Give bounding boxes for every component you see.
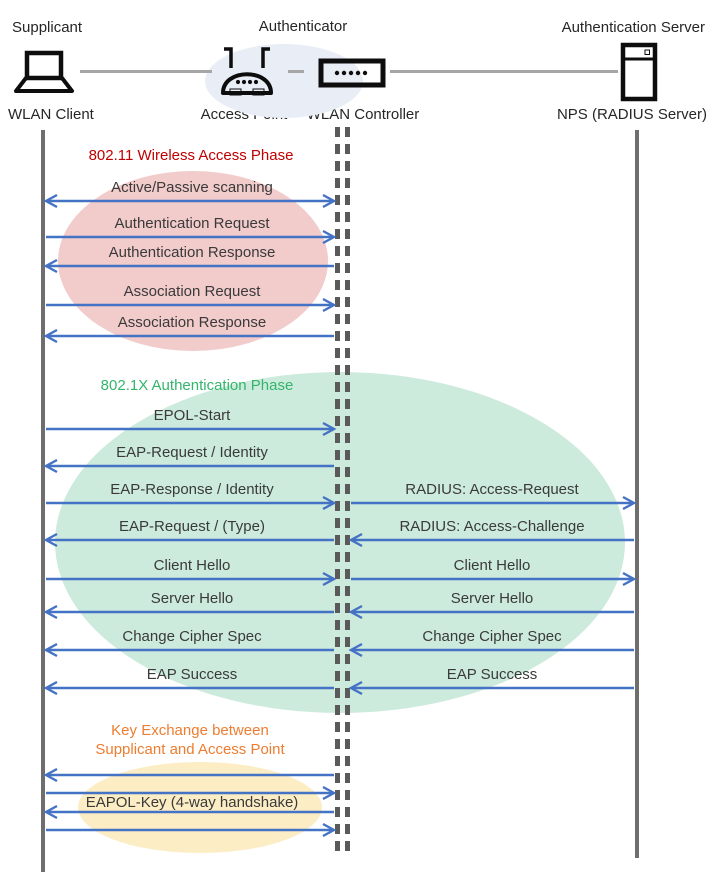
message-label: Server Hello bbox=[150, 590, 234, 607]
message-label: EAP-Response / Identity bbox=[110, 481, 274, 498]
phase1-title: 802.11 Wireless Access Phase bbox=[88, 147, 294, 164]
message-label: EAPOL-Key (4-way handshake) bbox=[85, 794, 299, 811]
lifeline-controller-right bbox=[345, 127, 350, 857]
role-label-authenticator: Authenticator bbox=[258, 18, 348, 35]
message-label: Authentication Request bbox=[114, 215, 270, 232]
server-icon bbox=[620, 42, 658, 102]
message-label: EAP-Request / (Type) bbox=[119, 518, 265, 535]
node-label-wlan-controller: WLAN Controller bbox=[306, 106, 420, 123]
message-label: EAP Success bbox=[446, 666, 538, 683]
phase3-title-line1: Key Exchange between bbox=[111, 722, 269, 739]
phase3-title: Key Exchange between Supplicant and Acce… bbox=[95, 721, 284, 759]
connector-line bbox=[288, 70, 304, 73]
message-label: EAP-Request / Identity bbox=[116, 444, 268, 461]
access-point-icon bbox=[221, 47, 273, 96]
message-label: EPOL-Start bbox=[153, 407, 231, 424]
message-label: Change Cipher Spec bbox=[122, 628, 262, 645]
lifeline-nps bbox=[635, 130, 639, 858]
message-label: Server Hello bbox=[450, 590, 534, 607]
phase3-ellipse bbox=[78, 762, 322, 853]
role-label-supplicant: Supplicant bbox=[12, 19, 83, 36]
message-label: Association Request bbox=[123, 283, 261, 300]
phase3-title-line2: Supplicant and Access Point bbox=[95, 741, 285, 758]
node-label-wlan-client: WLAN Client bbox=[8, 106, 94, 123]
phase2-title: 802.1X Authentication Phase bbox=[100, 377, 294, 394]
message-label: EAP Success bbox=[146, 666, 238, 683]
laptop-icon bbox=[14, 50, 74, 93]
lifeline-controller-left bbox=[335, 127, 340, 857]
message-label: RADIUS: Access-Challenge bbox=[399, 518, 585, 535]
message-label: RADIUS: Access-Request bbox=[405, 481, 579, 498]
message-label: Authentication Response bbox=[108, 244, 276, 261]
wlan-controller-icon bbox=[318, 58, 386, 88]
message-label: Association Response bbox=[117, 314, 267, 331]
message-label: Active/Passive scanning bbox=[111, 179, 273, 196]
message-label: Client Hello bbox=[153, 557, 231, 574]
message-label: Change Cipher Spec bbox=[422, 628, 562, 645]
role-label-authentication-server: Authentication Server bbox=[561, 19, 705, 36]
node-label-nps: NPS (RADIUS Server) bbox=[556, 106, 707, 123]
connector-line bbox=[390, 70, 618, 73]
lifeline-wlan-client bbox=[41, 130, 45, 872]
connector-line bbox=[80, 70, 212, 73]
message-label: Client Hello bbox=[453, 557, 531, 574]
phase2-ellipse bbox=[55, 372, 625, 713]
